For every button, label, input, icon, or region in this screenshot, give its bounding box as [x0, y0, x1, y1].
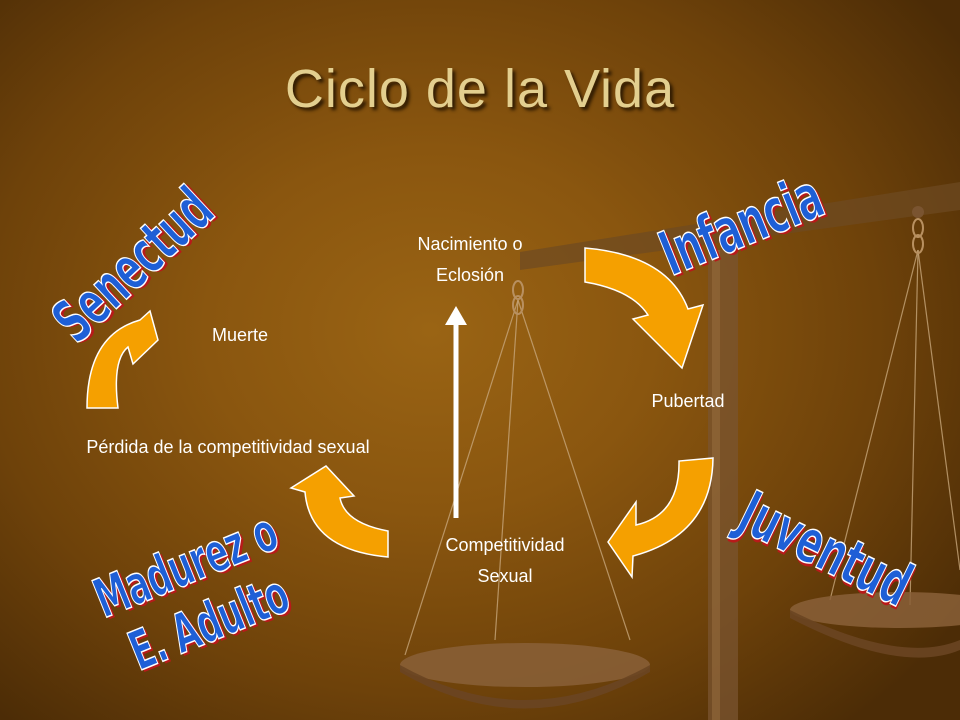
- curved-arrow-madurez: [289, 465, 389, 558]
- label-nacimiento: Nacimiento o Eclosión: [417, 234, 523, 285]
- vertical-arrow: [445, 306, 467, 518]
- curved-arrow-infancia: [584, 247, 705, 370]
- label-muerte: Muerte: [211, 325, 269, 345]
- label-pubertad: Pubertad: [651, 391, 725, 411]
- slide-title: Ciclo de la Vida: [284, 59, 676, 119]
- curved-arrow-juventud: [607, 457, 714, 580]
- curved-arrow-senectud: [86, 309, 159, 409]
- label-perdida: Pérdida de la competitividad sexual: [86, 437, 370, 457]
- label-competitividad: Competitividad Sexual: [445, 535, 565, 586]
